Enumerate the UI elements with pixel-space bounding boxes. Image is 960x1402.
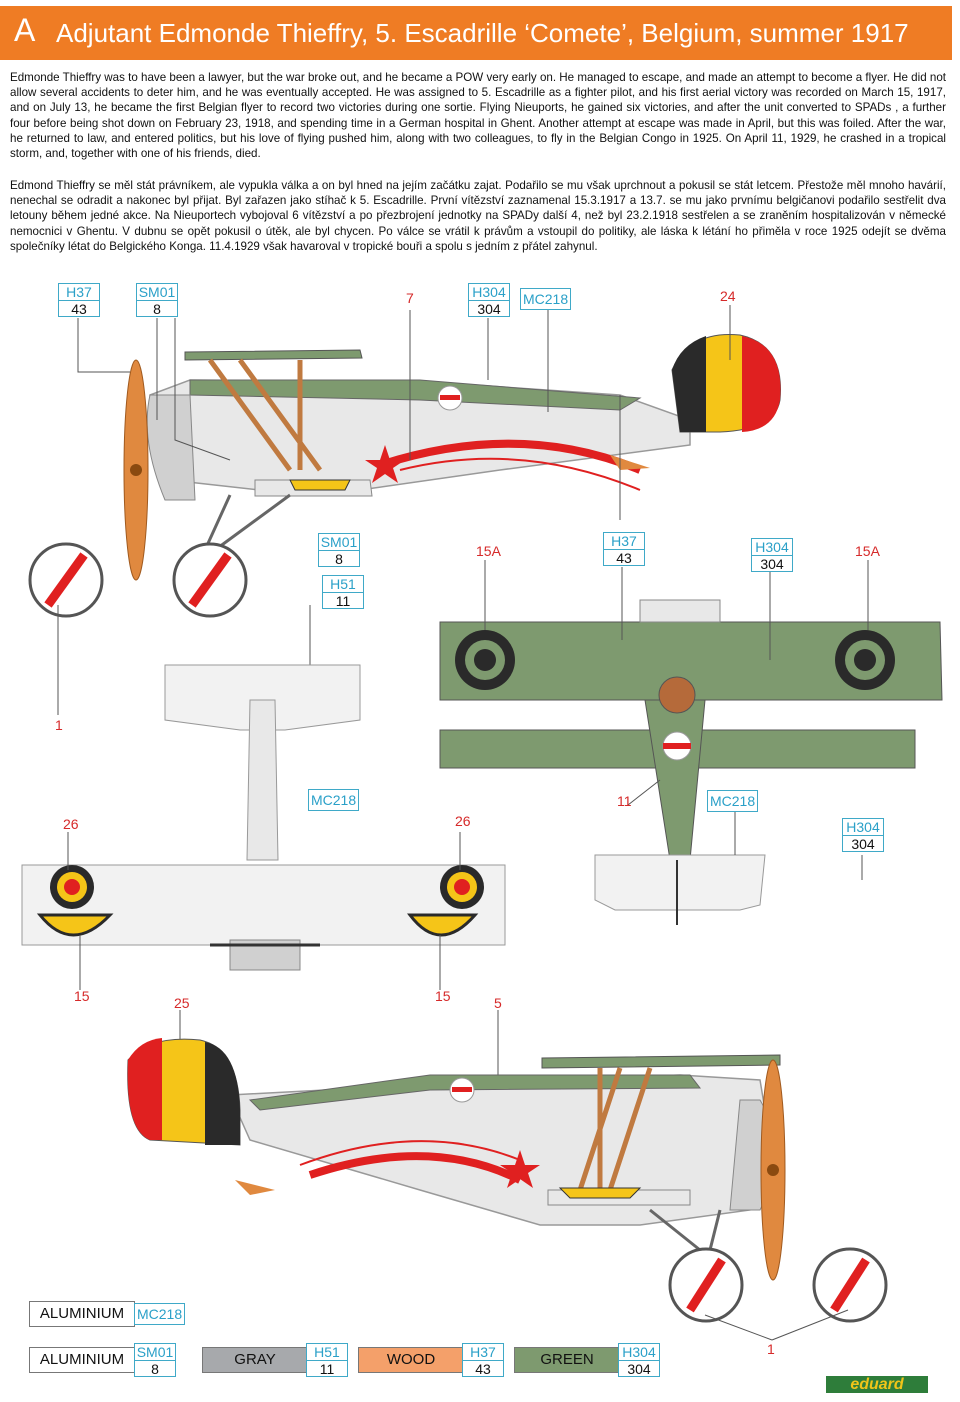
label-15a-left: 15A xyxy=(476,543,501,559)
callout-mc218-lower: MC218 xyxy=(308,789,360,811)
header-bar: A Adjutant Edmonde Thieffry, 5. Escadril… xyxy=(0,6,952,60)
legend-aluminium-swatch-1: ALUMINIUM xyxy=(29,1301,135,1327)
left-profile-drawing xyxy=(28,333,781,618)
label-15a-right: 15A xyxy=(855,543,880,559)
label-5: 5 xyxy=(494,995,502,1011)
callout-h304-tail: H304 304 xyxy=(842,818,884,852)
label-7: 7 xyxy=(406,290,414,306)
label-25: 25 xyxy=(174,995,190,1011)
left-profile-leaders xyxy=(57,305,731,715)
legend-mc218: MC218 xyxy=(134,1303,186,1325)
legend-sm01: SM01 8 xyxy=(134,1343,176,1377)
eduard-logo: eduard xyxy=(826,1376,928,1393)
callout-h304: H304 304 xyxy=(468,283,510,317)
legend-wood-swatch: WOOD xyxy=(358,1347,464,1373)
lower-view-drawing xyxy=(21,664,506,971)
label-15-left: 15 xyxy=(74,988,90,1004)
right-profile-drawing xyxy=(127,1038,888,1323)
callout-mc218: MC218 xyxy=(520,288,572,310)
callout-h304-upper: H304 304 xyxy=(751,538,793,572)
label-1-bottom: 1 xyxy=(767,1341,775,1357)
english-paragraph: Edmonde Thieffry was to have been a lawy… xyxy=(10,71,946,161)
upper-view-leaders xyxy=(309,560,869,880)
legend-aluminium-swatch-2: ALUMINIUM xyxy=(29,1347,135,1373)
callout-h51: H51 11 xyxy=(322,575,364,609)
page-title: Adjutant Edmonde Thieffry, 5. Escadrille… xyxy=(56,18,909,48)
callout-sm01-upper: SM01 8 xyxy=(318,533,360,567)
label-1-top: 1 xyxy=(55,717,63,733)
right-profile-leaders xyxy=(704,1309,849,1341)
legend-h51: H51 11 xyxy=(306,1343,348,1377)
legend-h37: H37 43 xyxy=(462,1343,504,1377)
legend-green-swatch: GREEN xyxy=(514,1347,620,1373)
profile-letter: A xyxy=(14,12,36,48)
czech-paragraph: Edmond Thieffry se měl stát právníkem, a… xyxy=(10,179,946,253)
callout-h37: H37 43 xyxy=(58,283,100,317)
upper-view-drawing xyxy=(439,599,943,925)
callout-h37-upper: H37 43 xyxy=(603,532,645,566)
label-26-right: 26 xyxy=(455,813,471,829)
legend-h304: H304 304 xyxy=(618,1343,660,1377)
legend-gray-swatch: GRAY xyxy=(202,1347,308,1373)
label-26-left: 26 xyxy=(63,816,79,832)
label-15-right: 15 xyxy=(435,988,451,1004)
callout-sm01: SM01 8 xyxy=(136,283,178,317)
label-24: 24 xyxy=(720,288,736,304)
label-11: 11 xyxy=(617,793,632,809)
callout-mc218-upper: MC218 xyxy=(707,790,759,812)
